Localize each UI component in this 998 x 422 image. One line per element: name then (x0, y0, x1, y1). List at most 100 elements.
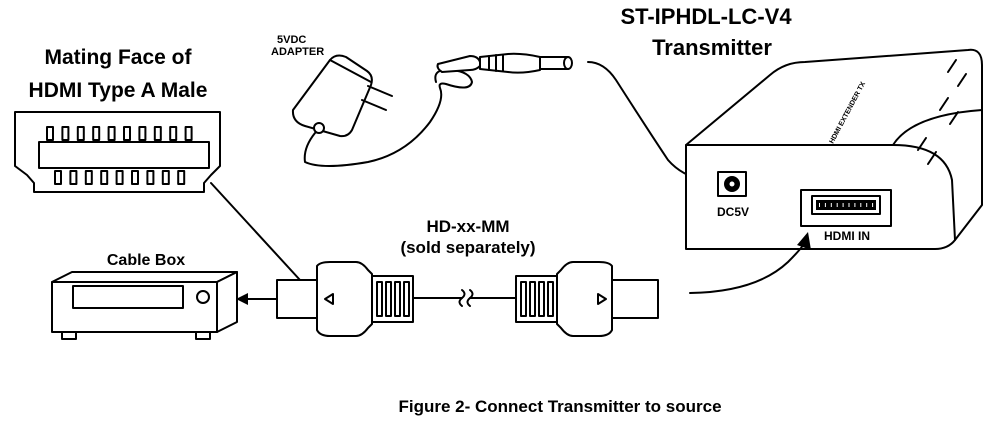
hdmi-pin (161, 170, 170, 185)
vent-slot-6 (927, 151, 937, 165)
grip-rib (394, 281, 401, 317)
grip-rib (520, 281, 527, 317)
barrel-plug-grip (488, 54, 504, 72)
adapter-label-line2: ADAPTER (271, 46, 324, 58)
mating-face-leader-line (210, 182, 301, 281)
hdmi-in-pin (858, 201, 864, 209)
left-plug-body (316, 261, 373, 337)
hdmi-cable-drawing (276, 261, 659, 337)
hdmi-pin (123, 126, 131, 141)
power-connection-arrow (587, 61, 705, 181)
hdmi-pin (153, 126, 162, 141)
cable-box-top (51, 271, 238, 283)
cable-box-knob (196, 290, 210, 304)
hdmi-pin (115, 170, 124, 185)
right-plug-body (556, 261, 613, 337)
hdmi-mating-face-drawing (14, 111, 221, 193)
hdmi-connection-arrow (689, 243, 805, 294)
grip-rib (529, 281, 536, 317)
right-plug-grip (520, 281, 554, 317)
mating-face-title: Mating Face of HDMI Type A Male (29, 46, 208, 102)
vent-slot-2 (957, 73, 967, 87)
cable-box-drawing (51, 271, 238, 340)
vent-slot-3 (939, 97, 949, 111)
hdmi-in-pin (846, 201, 852, 209)
hdmi-in-pin (834, 201, 840, 209)
hdmi-pin (107, 126, 116, 141)
adapter-body (291, 54, 373, 138)
cable-wire-break (458, 289, 466, 307)
hdmi-in-port-contacts (816, 200, 876, 210)
transmitter-drawing: HDMI EXTENDER TX DC5V HDMI IN (685, 48, 983, 250)
adapter-cord-exit (313, 122, 325, 134)
dc5v-port-pin (729, 181, 735, 187)
transmitter-model: ST-IPHDL-LC-V4 (620, 4, 792, 29)
right-plug-direction-mark (597, 293, 607, 305)
adapter-label: 5VDC ADAPTER (271, 34, 324, 58)
hdmi-pin (169, 126, 178, 141)
cable-box-side (216, 271, 238, 333)
vent-slot-4 (949, 111, 959, 125)
transmitter-body (685, 48, 983, 250)
cable-box-display (72, 285, 184, 309)
hdmi-pins-bottom (54, 170, 186, 185)
dc5v-port-label: DC5V (717, 205, 749, 219)
hdmi-pin (177, 170, 186, 185)
hdmi-connection-arrowhead (797, 232, 811, 250)
power-adapter-drawing (291, 52, 573, 167)
figure-caption: Figure 2- Connect Transmitter to source (398, 397, 721, 416)
hdmi-pin (92, 126, 101, 141)
adapter-prong-lower (361, 99, 387, 111)
left-plug-grip (376, 281, 410, 317)
hdmi-in-pin (852, 201, 858, 209)
right-plug-tip (611, 279, 659, 319)
cable-box-foot-left (61, 331, 77, 340)
hdmi-in-pin (870, 201, 876, 209)
hdmi-pin (138, 126, 147, 141)
hdmi-pin (76, 126, 85, 141)
adapter-prong-upper (367, 85, 393, 97)
grip-rib (403, 281, 410, 317)
hdmi-in-pin (840, 201, 846, 209)
hdmi-pin (54, 170, 62, 185)
transmitter-title: ST-IPHDL-LC-V4 Transmitter (620, 4, 792, 60)
vent-slot-5 (917, 137, 927, 151)
hdmi-in-pin (864, 201, 870, 209)
grip-rib (538, 281, 545, 317)
hdmi-pin (46, 126, 54, 141)
mating-face-title-line2: HDMI Type A Male (29, 79, 208, 102)
hdmi-in-pin (822, 201, 828, 209)
vent-slot-1 (947, 59, 957, 73)
cable-label: HD-xx-MM (sold separately) (400, 217, 535, 257)
hdmi-pin (146, 170, 155, 185)
hdmi-in-port-pins (817, 201, 876, 209)
hdmi-pin (184, 126, 193, 141)
left-plug-direction-mark (324, 293, 334, 305)
hdmi-face-tongue (38, 141, 210, 169)
left-plug-tip (276, 279, 318, 319)
hdmi-pins-top (46, 126, 193, 141)
grip-rib (547, 281, 554, 317)
cable-box-connection-arrowhead (236, 293, 248, 305)
hdmi-pin (100, 170, 109, 185)
barrel-plug-tip-end (563, 56, 573, 70)
hdmi-in-pin (817, 201, 822, 209)
hdmi-pin (84, 170, 93, 185)
grip-rib (376, 281, 383, 317)
hdmi-pin (61, 126, 70, 141)
transmitter-word: Transmitter (652, 35, 772, 60)
mating-face-title-line1: Mating Face of (44, 46, 192, 69)
adapter-cord (303, 68, 473, 167)
hdmi-in-port-label: HDMI IN (824, 229, 870, 243)
adapter-body-edge (329, 59, 372, 83)
hdmi-pin (131, 170, 139, 185)
hdmi-pin (69, 170, 78, 185)
cable-sold-separately: (sold separately) (400, 238, 535, 257)
cable-box-foot-right (195, 331, 211, 340)
hdmi-in-pin (828, 201, 834, 209)
cable-model: HD-xx-MM (426, 217, 509, 236)
barrel-plug-strain-relief (436, 55, 481, 73)
transmitter-curve-edge (892, 109, 983, 146)
grip-rib (385, 281, 392, 317)
